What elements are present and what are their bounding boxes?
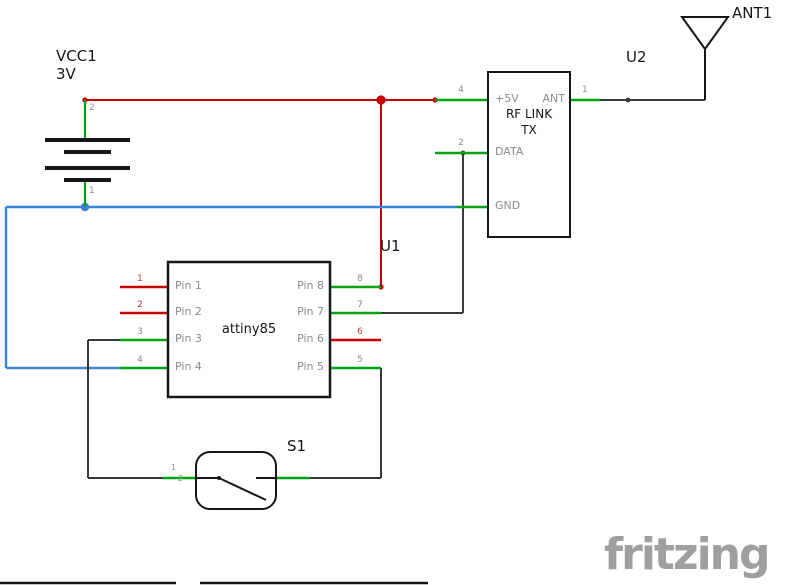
rf-pin-5v-number: 4 <box>458 85 464 95</box>
mcu-pin-stubs[interactable] <box>120 285 381 370</box>
mcu-pin1-label: Pin 1 <box>175 279 202 292</box>
wire-ant-antenna[interactable] <box>600 49 706 103</box>
rf-title-line1: RF LINK <box>505 107 553 121</box>
mcu-pin5-label: Pin 5 <box>297 360 324 373</box>
rf-pin-5v-label: +5V <box>495 92 519 105</box>
mcu-pin3-number: 3 <box>137 327 143 337</box>
battery-pin2-number: 2 <box>89 103 95 113</box>
switch-ref-label[interactable]: S1 <box>287 437 307 455</box>
antenna-symbol[interactable] <box>680 16 730 100</box>
wire-pin3-switch[interactable] <box>87 339 163 479</box>
wire-switch-pin5[interactable] <box>310 368 382 479</box>
antenna-ref-label[interactable]: ANT1 <box>732 4 773 22</box>
battery-pin1-number: 1 <box>89 186 95 196</box>
rf-pin-ant-number: 1 <box>582 85 588 95</box>
switch-symbol[interactable] <box>195 451 277 510</box>
mcu-pin6-number: 6 <box>357 327 363 337</box>
mcu-pin6-label: Pin 6 <box>297 332 324 345</box>
mcu-body[interactable] <box>166 260 332 399</box>
mcu-pin8-label: Pin 8 <box>297 279 324 292</box>
battery-value-label[interactable]: 3V <box>56 65 76 83</box>
mcu-pin7-label: Pin 7 <box>297 305 324 318</box>
mcu-pin5-number: 5 <box>357 355 363 365</box>
rf-pin-data-label: DATA <box>495 145 524 158</box>
mcu-pin4-label: Pin 4 <box>175 360 202 373</box>
mcu-pin2-label: Pin 2 <box>175 305 202 318</box>
battery-ref-label[interactable]: VCC1 <box>56 47 97 65</box>
rf-module-body[interactable] <box>487 71 571 238</box>
mcu-pin1-number: 1 <box>137 274 143 284</box>
rf-ref-label[interactable]: U2 <box>626 48 647 66</box>
mcu-pin2-number: 2 <box>137 300 143 310</box>
mcu-name-label: attiny85 <box>221 322 277 337</box>
rf-pin-gnd-label: GND <box>495 199 521 212</box>
switch-pin2-number: 2 <box>178 474 184 483</box>
wire-vcc-red[interactable] <box>82 95 438 290</box>
mcu-pin7-number: 7 <box>357 300 363 310</box>
rf-title-line2: TX <box>521 123 537 137</box>
mcu-pin8-number: 8 <box>357 274 363 284</box>
mcu-ref-label[interactable]: U1 <box>380 237 401 255</box>
switch-pin1-number: 1 <box>171 463 177 472</box>
battery-symbol[interactable] <box>45 138 130 182</box>
mcu-pin3-label: Pin 3 <box>175 332 202 345</box>
mcu-pin4-number: 4 <box>137 355 143 365</box>
rf-pin-ant-label: ANT <box>542 92 565 105</box>
fritzing-watermark: fritzing <box>604 529 770 580</box>
rf-pin-data-number: 2 <box>458 138 464 148</box>
wire-data-pin7[interactable] <box>381 150 466 314</box>
rf-pin-stubs[interactable] <box>435 98 600 209</box>
